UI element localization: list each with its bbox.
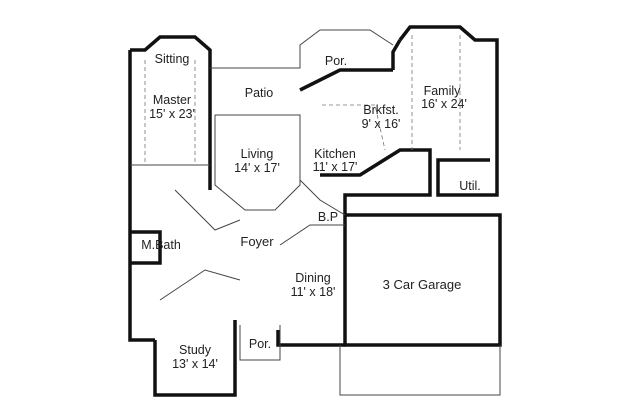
room-size-kitchen: 11' x 17': [313, 160, 358, 174]
room-label-patio: Patio: [245, 86, 274, 100]
room-label-family: Family: [424, 84, 462, 98]
interior-lines: [130, 29, 501, 396]
room-label-master: Master: [153, 93, 191, 107]
room-size-study: 13' x 14': [172, 357, 218, 371]
room-label-kitchen: Kitchen: [314, 147, 356, 161]
walls: [128, 25, 502, 397]
room-label-rear-porch: Por.: [325, 54, 347, 68]
room-size-master: 15' x 23': [149, 107, 195, 121]
room-label-utility: Util.: [459, 179, 481, 193]
room-label-front-porch: Por.: [249, 337, 271, 351]
room-label-study: Study: [179, 343, 212, 357]
room-label-living: Living: [241, 147, 274, 161]
room-label-garage: 3 Car Garage: [383, 277, 462, 292]
room-label-bp: B.P: [318, 210, 338, 224]
room-label-dining: Dining: [295, 271, 330, 285]
room-label-breakfast: Brkfst.: [363, 103, 398, 117]
room-size-family: 16' x 24': [421, 97, 467, 111]
room-size-breakfast: 9' x 16': [362, 117, 401, 131]
room-size-living: 14' x 17': [234, 161, 280, 175]
room-size-dining: 11' x 18': [291, 285, 336, 299]
room-label-master-bath: M.Bath: [141, 238, 181, 252]
room-label-foyer: Foyer: [240, 234, 274, 249]
room-label-sitting: Sitting: [155, 52, 190, 66]
